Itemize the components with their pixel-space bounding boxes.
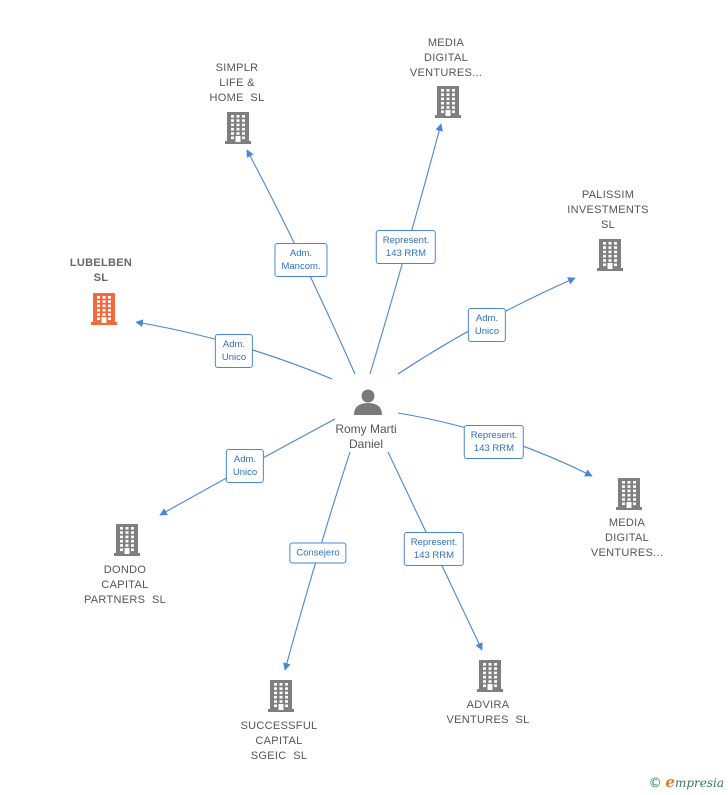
- node-label-simplr[interactable]: SIMPLR LIFE & HOME SL: [209, 62, 265, 104]
- building-icon[interactable]: [268, 680, 294, 712]
- brand-initial: e: [665, 773, 675, 791]
- building-icon[interactable]: [477, 660, 503, 692]
- relation-label-palissim[interactable]: Adm. Unico: [467, 308, 507, 342]
- building-icon[interactable]: [225, 112, 251, 144]
- building-icon[interactable]: [91, 293, 117, 325]
- relation-label-media2[interactable]: Represent. 143 RRM: [463, 425, 525, 459]
- node-label-media2[interactable]: MEDIA DIGITAL VENTURES...: [590, 517, 664, 559]
- node-label-successful[interactable]: SUCCESSFUL CAPITAL SGEIC SL: [240, 720, 318, 762]
- relation-label-media1[interactable]: Represent. 143 RRM: [375, 230, 437, 264]
- center-person-label[interactable]: Romy Marti Daniel: [335, 422, 397, 451]
- copyright-symbol: ©: [648, 776, 662, 791]
- node-label-advira[interactable]: ADVIRA VENTURES SL: [446, 699, 530, 726]
- relation-label-simplr[interactable]: Adm. Mancom.: [274, 243, 328, 277]
- building-icon[interactable]: [114, 524, 140, 556]
- building-icon[interactable]: [616, 478, 642, 510]
- relation-label-successful[interactable]: Consejero: [289, 542, 347, 564]
- building-icon[interactable]: [435, 86, 461, 118]
- icons-layer: [91, 86, 642, 712]
- node-label-lubelben[interactable]: LUBELBEN SL: [69, 257, 133, 284]
- brand-name: mpresia: [674, 776, 724, 790]
- copyright: © empresia: [649, 773, 724, 791]
- node-label-media1[interactable]: MEDIA DIGITAL VENTURES...: [409, 37, 483, 79]
- relation-label-lubelben[interactable]: Adm. Unico: [214, 334, 254, 368]
- person-icon[interactable]: [354, 389, 382, 416]
- node-label-palissim[interactable]: PALISSIM INVESTMENTS SL: [567, 189, 649, 231]
- relation-label-advira[interactable]: Represent. 143 RRM: [403, 532, 465, 566]
- relation-label-dondo[interactable]: Adm. Unico: [225, 449, 265, 483]
- building-icon[interactable]: [597, 239, 623, 271]
- node-label-dondo[interactable]: DONDO CAPITAL PARTNERS SL: [83, 564, 167, 606]
